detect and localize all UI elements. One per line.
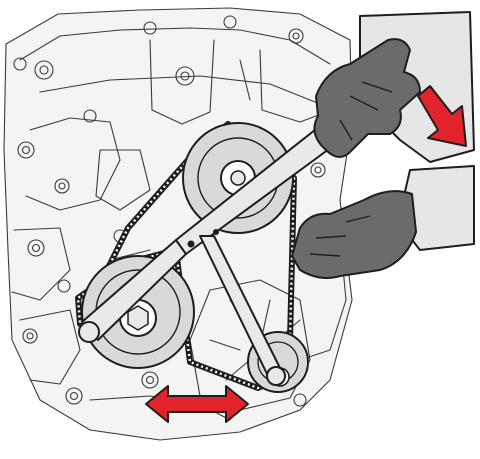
tensioner-tool bbox=[78, 117, 345, 386]
upper-idler-pulley bbox=[182, 122, 294, 234]
lower-hand bbox=[291, 165, 475, 279]
tensioner-pulley bbox=[81, 255, 195, 369]
double-arrow-horizontal-icon bbox=[145, 385, 249, 423]
arrow-down-right-icon bbox=[417, 85, 467, 147]
